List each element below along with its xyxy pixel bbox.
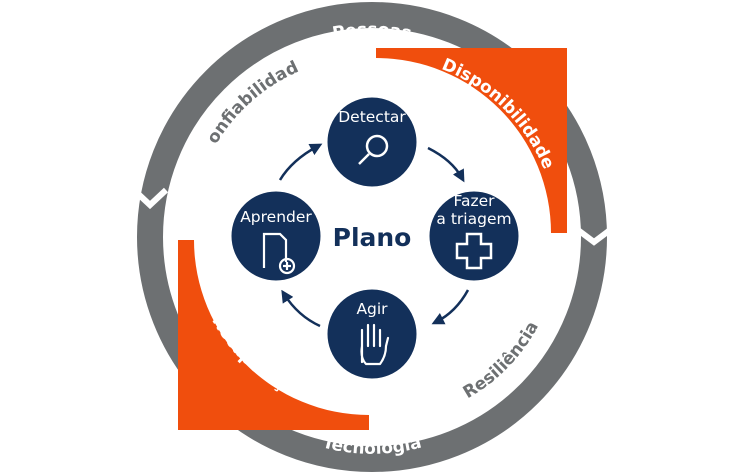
step-learn-label: Aprender: [240, 208, 312, 226]
arrow-triage-to-act: [431, 289, 470, 325]
medical-cross-icon: [455, 232, 493, 270]
arrow-learn-to-detect: [278, 143, 323, 181]
document-add-icon: [262, 232, 296, 275]
step-triage: Fazer a triagem: [426, 188, 522, 284]
outer-ring: [137, 2, 607, 472]
arrow-detect-to-triage: [427, 146, 465, 183]
ring-notch-right: [576, 227, 612, 246]
step-learn: Aprender: [228, 188, 324, 284]
ring-label-bottom-text: Tecnologia: [320, 433, 423, 459]
step-triage-label-line1: Fazer: [453, 192, 495, 210]
raised-hand-icon: [360, 323, 390, 366]
step-triage-label-line2: a triagem: [436, 210, 511, 228]
orange-quadrant-bottom-left: [178, 240, 369, 430]
ring-label-top: Pessoas: [331, 20, 413, 44]
center-label: Plano: [333, 223, 412, 252]
step-act-label: Agir: [356, 300, 388, 318]
arrow-act-to-learn: [281, 289, 321, 328]
ring-notch-left: [131, 187, 169, 210]
ring-label-bottom: Tecnologia: [320, 433, 423, 459]
step-act: Agir: [324, 286, 420, 382]
step-detect-label: Detectar: [338, 108, 406, 126]
orange-quadrant-top-right: [376, 48, 567, 233]
center-white: [275, 140, 469, 334]
magnifier-icon: [358, 134, 389, 165]
step-detect: Detectar: [324, 94, 420, 190]
ring-label-top-text: Pessoas: [331, 20, 413, 44]
